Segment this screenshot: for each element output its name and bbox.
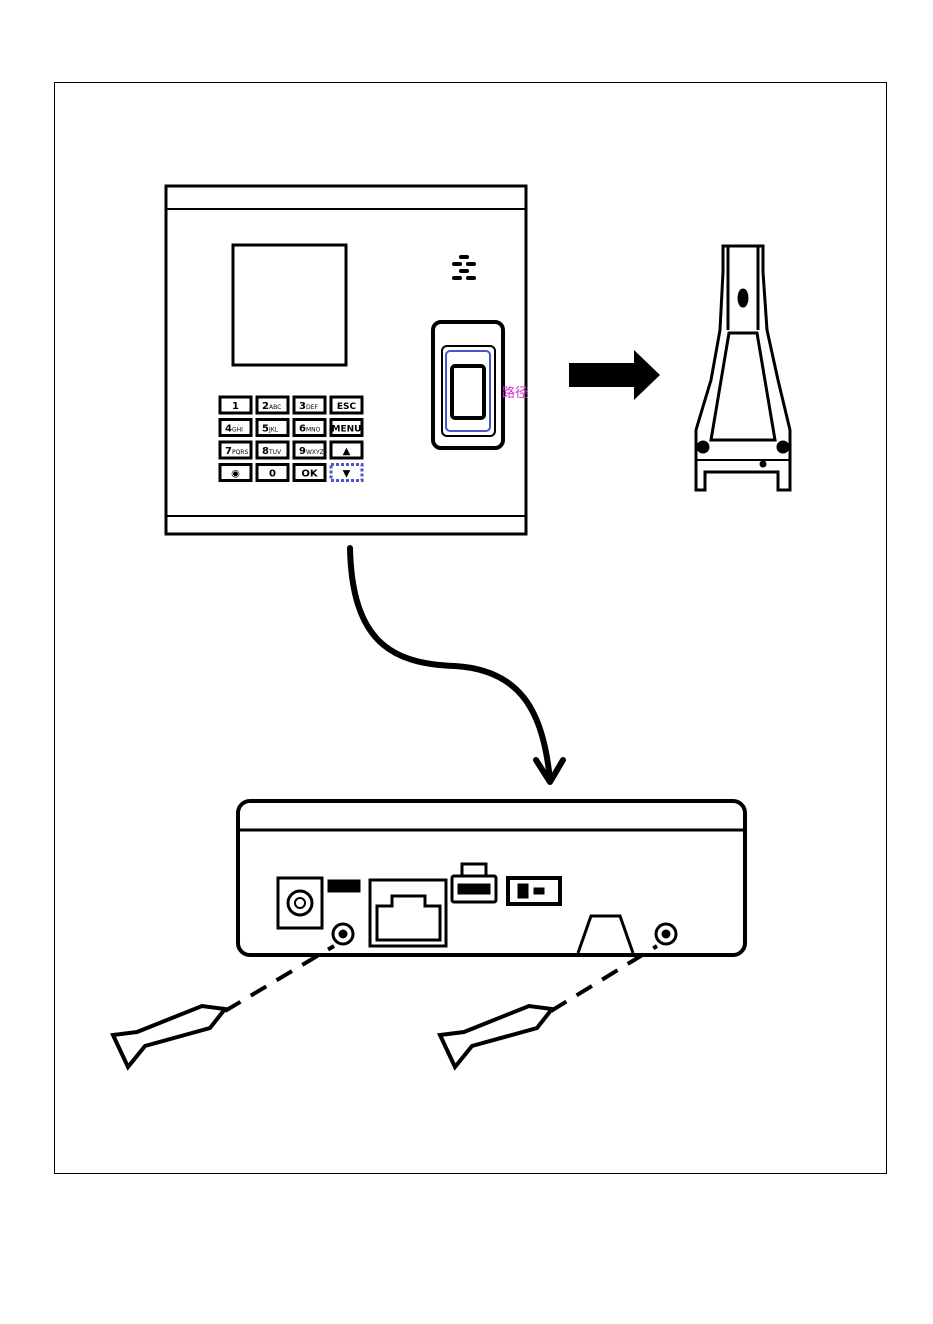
tamper-tab xyxy=(578,916,633,953)
keypad-key: ESC xyxy=(331,397,362,413)
ethernet-port xyxy=(370,880,446,946)
keypad-key: 3DEF xyxy=(294,397,325,413)
keypad-key-label: 1 xyxy=(232,401,239,412)
screw-hole-right xyxy=(656,924,676,944)
keypad-key: 6MNO xyxy=(294,420,325,436)
keypad-key-label: 7PQRS xyxy=(225,446,248,457)
keypad-key-label: ▲ xyxy=(343,446,351,457)
keypad-key-label: 4GHI xyxy=(225,424,243,435)
keypad-key-label: OK xyxy=(301,469,319,480)
keypad-key: 7PQRS xyxy=(220,442,251,458)
keypad-key: MENU xyxy=(331,420,362,436)
display-screen xyxy=(233,245,346,365)
keypad-key: 0 xyxy=(257,465,288,481)
keypad-key: 9WXYZ xyxy=(294,442,325,458)
sensor-tag: 路径 xyxy=(502,385,528,401)
curved-arrow-icon xyxy=(350,548,563,782)
keypad-key-label: MENU xyxy=(332,425,362,435)
keypad-key-label: ▼ xyxy=(343,469,351,480)
keypad-key-label: 6MNO xyxy=(299,424,321,435)
power-jack xyxy=(278,878,322,928)
keypad-key: OK xyxy=(294,465,325,481)
keypad-key-label: 3DEF xyxy=(299,401,318,412)
screw-hole-left xyxy=(333,924,353,944)
usb-port xyxy=(452,864,496,902)
arrow-right-icon xyxy=(569,350,660,400)
mounting-bracket xyxy=(696,246,790,490)
keypad-key: 4GHI xyxy=(220,420,251,436)
keypad-key: ▲ xyxy=(331,442,362,458)
keypad-key: 8TUV xyxy=(257,442,288,458)
power-switch xyxy=(508,878,560,904)
fingerprint-sensor xyxy=(433,322,503,448)
keypad-key-label: 5JKL xyxy=(262,424,279,435)
keypad-key-label: 9WXYZ xyxy=(299,446,324,457)
keypad-key-label: ◉ xyxy=(231,469,240,480)
keypad-key: 1 xyxy=(220,397,251,413)
keypad-key-label: ESC xyxy=(337,402,357,412)
speaker-icon xyxy=(452,255,476,280)
keypad-key: 2ABC xyxy=(257,397,288,413)
screw-icon xyxy=(113,1006,225,1067)
keypad-key-label: 2ABC xyxy=(262,401,281,412)
terminal-bottom xyxy=(238,801,745,955)
keypad-key-label: 8TUV xyxy=(262,446,282,457)
keypad: 1 2ABC 3DEF ESC 4GHI 5JKL 6MNO MENU 7PQRS 8TUV 9WX… xyxy=(220,397,362,481)
keypad-key: ▼ xyxy=(331,465,362,481)
mini-port xyxy=(328,880,360,892)
keypad-key: ◉ xyxy=(220,465,251,481)
keypad-key: 5JKL xyxy=(257,420,288,436)
keypad-key-label: 0 xyxy=(269,469,276,480)
screw-icon xyxy=(440,1006,552,1067)
